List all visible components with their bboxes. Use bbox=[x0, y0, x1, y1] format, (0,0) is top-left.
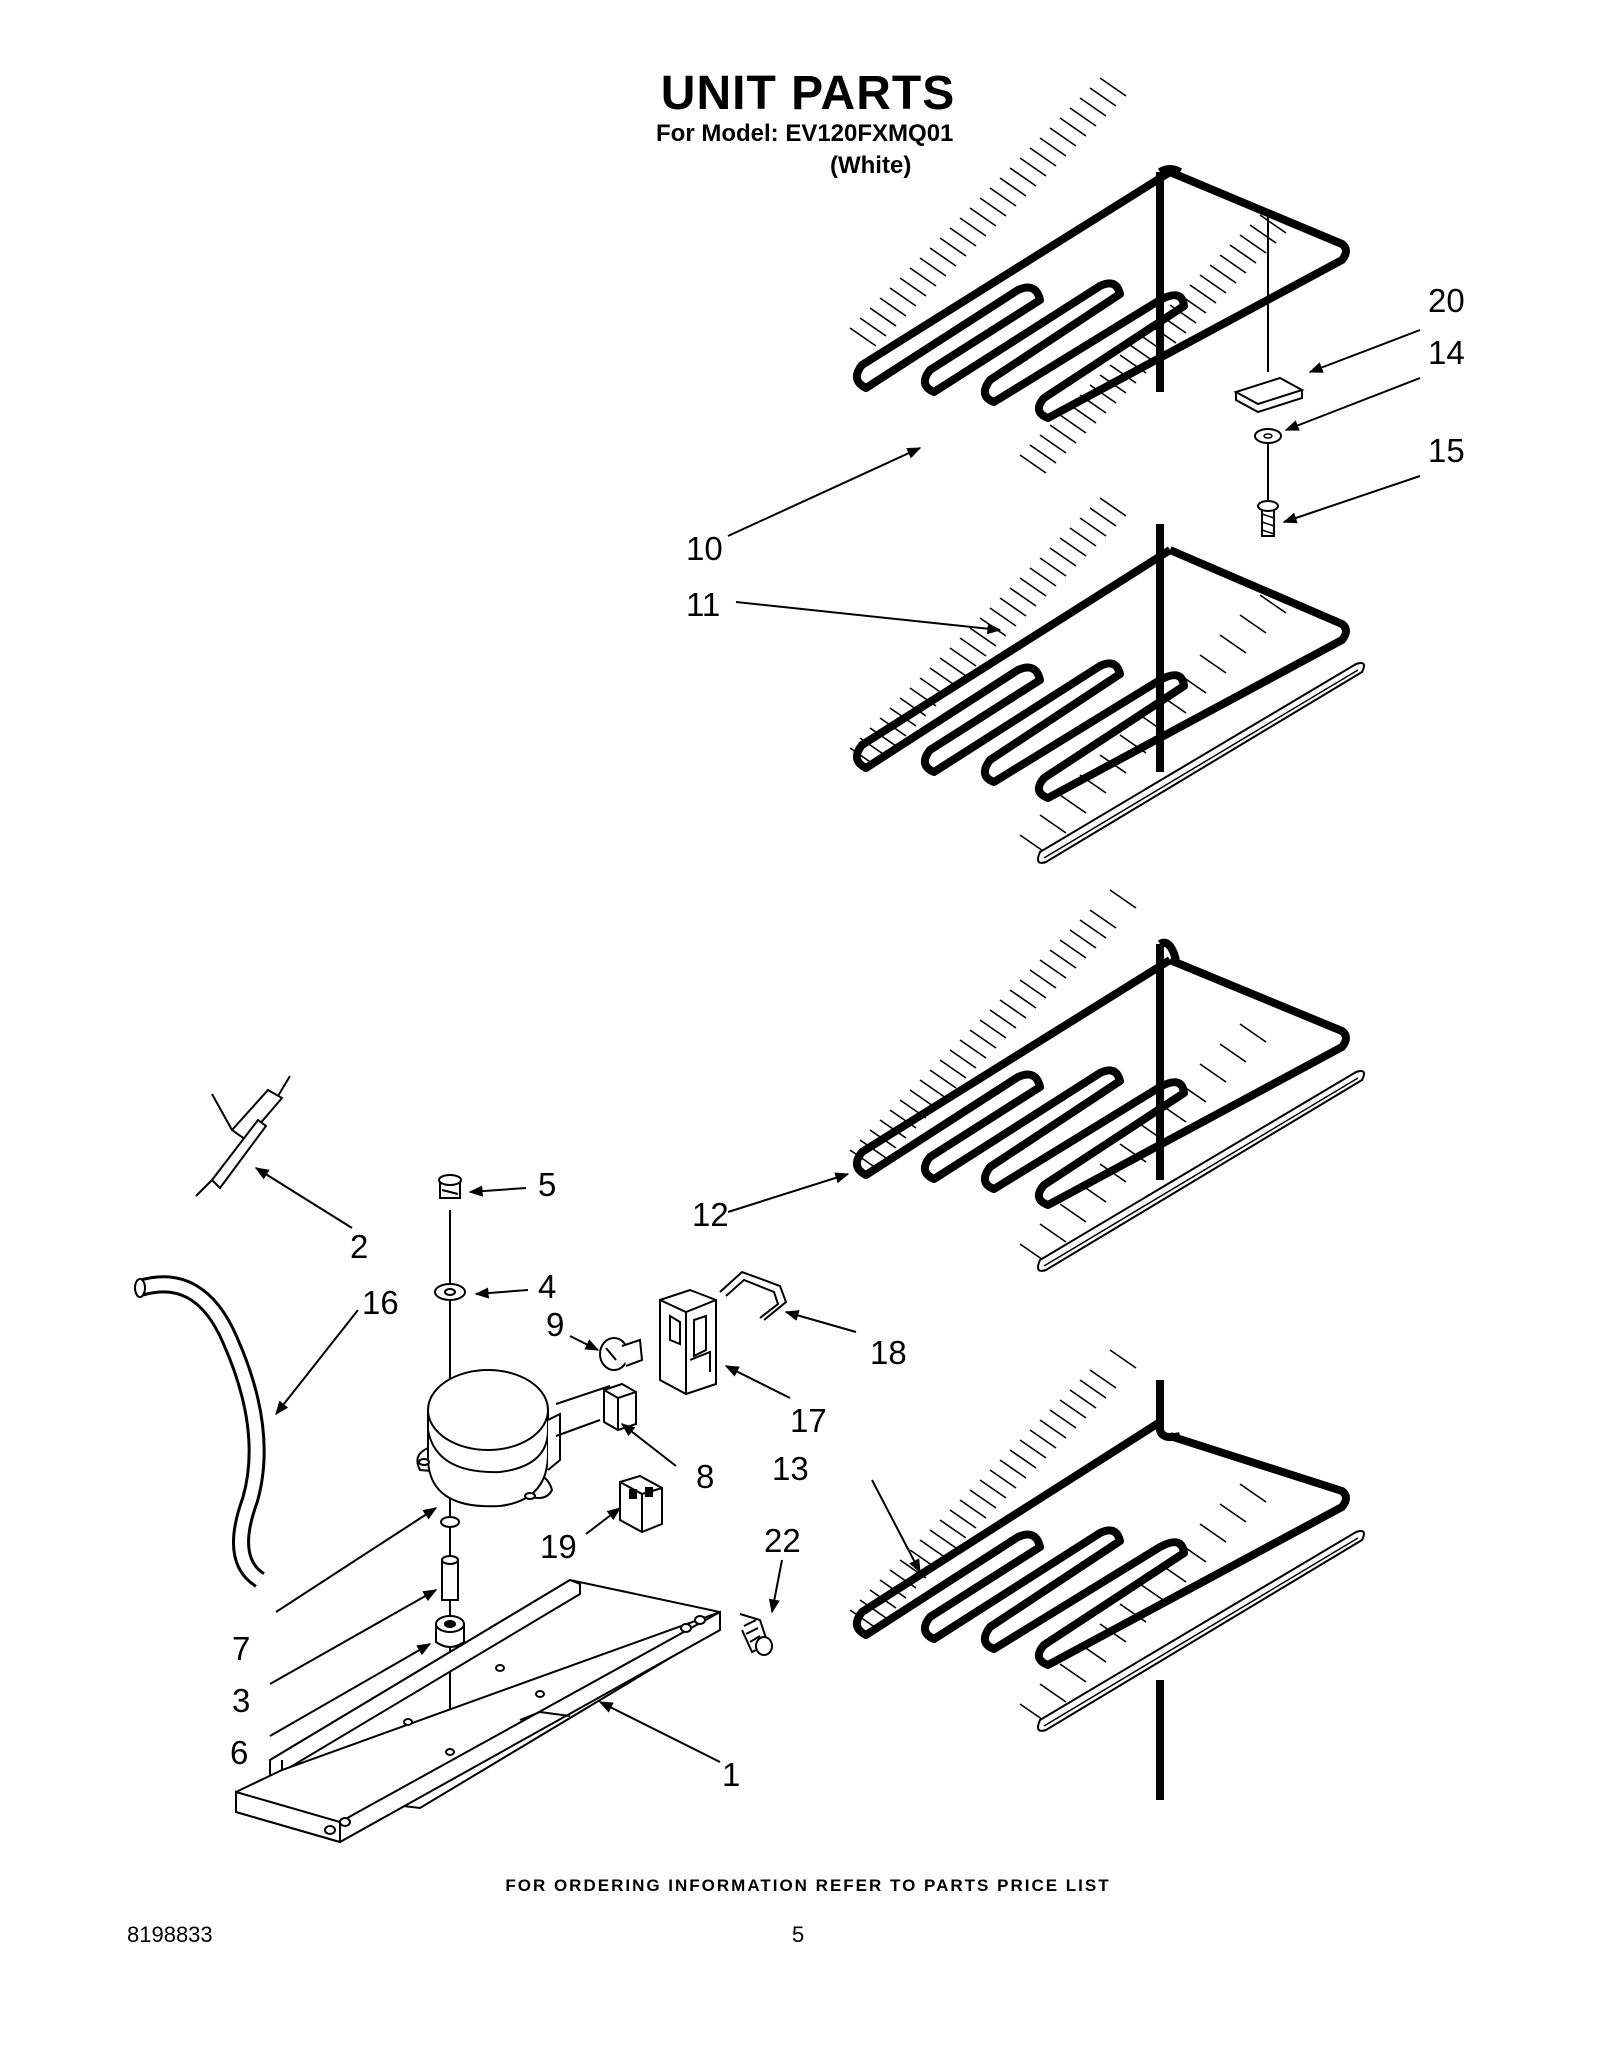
run-capacitor-19 bbox=[619, 1474, 663, 1534]
retaining-clip-18 bbox=[719, 1270, 788, 1321]
document-number: 8198833 bbox=[127, 1922, 213, 1947]
callout-2: 2 bbox=[350, 1228, 368, 1265]
callout-22: 22 bbox=[764, 1522, 801, 1559]
callout-4: 4 bbox=[538, 1268, 556, 1305]
callout-15: 15 bbox=[1428, 432, 1465, 469]
callout-11: 11 bbox=[686, 586, 720, 623]
page-number: 5 bbox=[792, 1922, 805, 1947]
callout-6: 6 bbox=[230, 1734, 248, 1771]
callout-1: 1 bbox=[722, 1756, 740, 1793]
model-color: (White) bbox=[830, 152, 912, 179]
callout-18: 18 bbox=[870, 1334, 907, 1371]
mounting-hardware-20-14-15 bbox=[1233, 214, 1305, 537]
callout-5: 5 bbox=[538, 1166, 556, 1203]
tubing-16 bbox=[134, 1275, 266, 1588]
filter-dryer-2 bbox=[195, 1075, 291, 1197]
evaporator-coil-10 bbox=[849, 77, 1350, 474]
callout-7: 7 bbox=[232, 1630, 250, 1667]
callout-19: 19 bbox=[540, 1528, 577, 1565]
callout-17: 17 bbox=[790, 1402, 827, 1439]
callout-20: 20 bbox=[1428, 282, 1465, 319]
evaporator-coil-13 bbox=[849, 1349, 1365, 1800]
callout-8: 8 bbox=[696, 1458, 714, 1495]
page-title: UNIT PARTS bbox=[660, 67, 956, 120]
callout-13: 13 bbox=[772, 1450, 809, 1487]
screw-22 bbox=[739, 1613, 773, 1656]
callout-10: 10 bbox=[686, 530, 723, 567]
callout-3: 3 bbox=[232, 1682, 250, 1719]
ordering-note: FOR ORDERING INFORMATION REFER TO PARTS … bbox=[505, 1876, 1111, 1895]
evaporator-coil-12 bbox=[849, 889, 1365, 1272]
callout-12: 12 bbox=[692, 1196, 729, 1233]
callout-numbers: 1 2 3 4 5 6 7 8 9 10 11 12 13 14 15 16 1… bbox=[230, 282, 1465, 1793]
callout-9: 9 bbox=[546, 1306, 564, 1343]
compressor-base-plate-1 bbox=[235, 1578, 721, 1844]
terminal-cover-17 bbox=[659, 1288, 717, 1396]
evaporator-coil-11 bbox=[849, 497, 1365, 864]
callout-14: 14 bbox=[1428, 334, 1465, 371]
leader-lines bbox=[254, 329, 1421, 1763]
callout-16: 16 bbox=[362, 1284, 399, 1321]
overload-protector-9 bbox=[599, 1337, 644, 1371]
model-line: For Model: EV120FXMQ01 bbox=[656, 120, 954, 147]
start-relay-8 bbox=[603, 1382, 637, 1432]
